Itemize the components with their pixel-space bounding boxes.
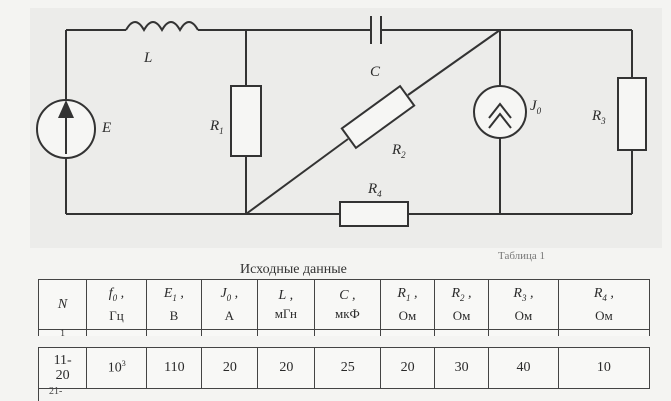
table-values: 11-20 103 110 20 20 25 20 30 40 10 bbox=[37, 347, 651, 389]
resistor-R1 bbox=[230, 85, 262, 157]
circuit-diagram: L C E R1 R2 R3 R4 J0 bbox=[30, 8, 662, 248]
header-cell-C: C ,мкФ bbox=[313, 279, 381, 331]
table-caption: Исходные данные bbox=[240, 262, 347, 277]
resistor-R2 bbox=[340, 84, 416, 150]
header-cell-L: L ,мГн bbox=[256, 279, 315, 331]
cell-R3: 40 bbox=[488, 347, 559, 389]
header-cell-R4: R4 ,Ом bbox=[557, 279, 651, 331]
cell-R2: 30 bbox=[434, 347, 490, 389]
stub-cell bbox=[146, 329, 203, 336]
next-row-stub-label: 21- bbox=[49, 386, 63, 397]
header-cell-R2: R2 ,Ом bbox=[433, 279, 490, 331]
cell-C: 25 bbox=[314, 347, 382, 389]
cell-f0: 103 bbox=[86, 347, 148, 389]
label-L: L bbox=[143, 50, 152, 66]
stub-cell bbox=[257, 329, 316, 336]
stub-cell bbox=[557, 329, 651, 336]
table-number-label: Таблица 1 bbox=[498, 250, 546, 262]
source-E-arrow-head-icon bbox=[58, 100, 74, 118]
header-cell-E1: E1 ,В bbox=[145, 279, 202, 331]
cell-R4: 10 bbox=[557, 347, 651, 389]
current-source-J0 bbox=[473, 85, 527, 139]
stub-cell bbox=[433, 329, 489, 336]
circuit-svg: L C E R1 R2 R3 R4 J0 bbox=[36, 16, 647, 227]
next-row-stub: 21- bbox=[38, 386, 651, 401]
cell-L: 20 bbox=[257, 347, 316, 389]
header-cell-N: N bbox=[37, 279, 88, 331]
stub-cell bbox=[86, 329, 148, 336]
stub-cell-N: 1 bbox=[37, 329, 88, 337]
header-cell-f0: f0 ,Гц bbox=[86, 279, 147, 331]
table-stub-row: 1 bbox=[37, 329, 651, 337]
source-J0-chevron-icon-2 bbox=[488, 112, 512, 129]
table-row: 11-20 103 110 20 20 25 20 30 40 10 bbox=[37, 347, 651, 389]
stub-cell bbox=[201, 329, 259, 336]
source-J0-chevron-icon bbox=[488, 102, 512, 119]
label-C: C bbox=[370, 64, 381, 80]
cell-N: 11-20 bbox=[37, 347, 88, 389]
header-cell-J0: J0 ,А bbox=[200, 279, 258, 331]
header-cell-R3: R3 ,Ом bbox=[488, 279, 559, 331]
resistor-R3 bbox=[617, 77, 647, 151]
header-cell-R1: R1 ,Ом bbox=[379, 279, 435, 331]
resistor-R4 bbox=[339, 201, 409, 227]
stub-cell bbox=[487, 329, 559, 336]
cell-R1: 20 bbox=[380, 347, 436, 389]
label-R1: R1 bbox=[209, 118, 224, 136]
label-R2: R2 bbox=[391, 142, 406, 160]
table-header: N f0 ,Гц E1 ,В J0 ,А L ,мГн C ,мкФ R1 ,О… bbox=[37, 279, 651, 331]
cell-E1: 110 bbox=[146, 347, 203, 389]
wire-diagonal-upper bbox=[407, 29, 501, 96]
cell-J0: 20 bbox=[201, 347, 259, 389]
stub-cell bbox=[379, 329, 435, 336]
label-J0: J0 bbox=[530, 98, 542, 116]
wire-diagonal-lower bbox=[245, 138, 349, 215]
header-row: N f0 ,Гц E1 ,В J0 ,А L ,мГн C ,мкФ R1 ,О… bbox=[37, 279, 651, 331]
label-R3: R3 bbox=[591, 108, 606, 126]
label-E: E bbox=[101, 120, 111, 136]
label-R4: R4 bbox=[367, 181, 382, 199]
stub-cell bbox=[314, 329, 381, 336]
stub-row: 1 bbox=[37, 329, 651, 337]
inductor-L bbox=[125, 21, 199, 33]
